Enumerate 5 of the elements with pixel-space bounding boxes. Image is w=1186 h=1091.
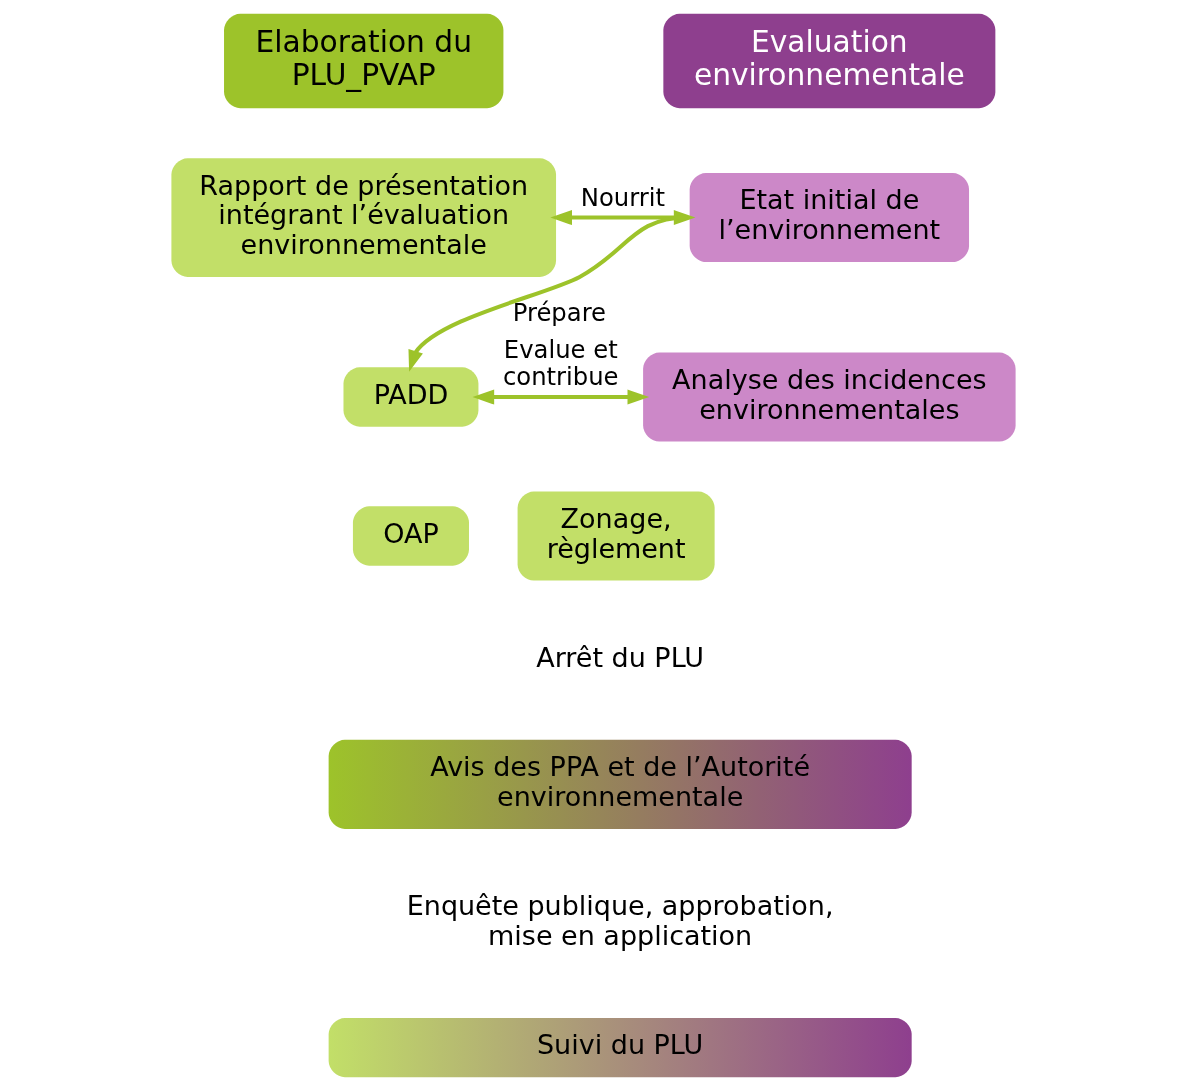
edge-label: Prépare <box>512 297 606 327</box>
label: Arrêt du PLU <box>535 641 704 673</box>
label: Enquête publique, approbation, mise en application <box>406 890 834 951</box>
edge-label: Evalue et contribue <box>502 335 619 392</box>
edge-label: Nourrit <box>580 182 665 212</box>
